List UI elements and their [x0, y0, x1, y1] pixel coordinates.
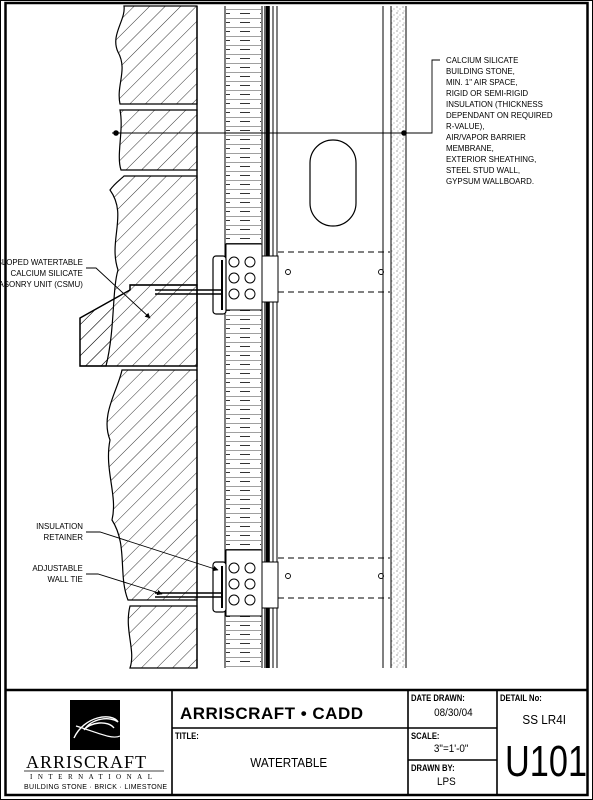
materials-line: BUILDING STONE, — [446, 66, 515, 76]
title-value: WATERTABLE — [250, 755, 328, 770]
materials-line: DEPENDANT ON REQUIRED — [446, 110, 553, 120]
drawn-by-value: LPS — [437, 776, 456, 788]
watertable-line: CALCIUM SILICATE — [10, 268, 83, 278]
exterior-sheathing — [266, 6, 269, 668]
materials-line: EXTERIOR SHEATHING, — [446, 154, 537, 164]
brand-heading: ARRISCRAFT • CADD — [180, 704, 364, 723]
stud-knockout — [309, 139, 357, 227]
materials-line: AIR/VAPOR BARRIER — [446, 132, 526, 142]
logo-subline: INTERNATIONAL — [30, 773, 158, 781]
watertable-line: MASONRY UNIT (CSMU) — [0, 279, 83, 289]
leader-lines — [86, 59, 440, 596]
wall-layers — [196, 6, 407, 668]
tie-line: ADJUSTABLE — [32, 563, 83, 573]
materials-line: GYPSUM WALLBOARD. — [446, 176, 535, 186]
materials-line: MEMBRANE, — [446, 143, 494, 153]
title-block-frame — [5, 688, 588, 795]
date-label: DATE DRAWN: — [411, 693, 465, 703]
tie-line: WALL TIE — [47, 574, 83, 584]
retainer-line: RETAINER — [43, 532, 83, 542]
date-value: 08/30/04 — [434, 707, 473, 719]
section-line — [112, 130, 420, 136]
track-dashes — [278, 251, 390, 599]
wall-tie-note: ADJUSTABLE WALL TIE — [33, 563, 83, 585]
watertable-line: SLOPED WATERTABLE — [0, 257, 83, 267]
title-label: TITLE: — [175, 731, 199, 741]
wall-tie-upper — [155, 243, 279, 315]
detail-number-label: DETAIL No: — [500, 693, 542, 703]
materials-line: STEEL STUD WALL, — [446, 165, 521, 175]
drawn-by-label: DRAWN BY: — [411, 763, 455, 773]
materials-line: R-VALUE), — [446, 121, 485, 131]
drawing-frame — [4, 1, 589, 797]
logo-name: ARRISCRAFT — [26, 752, 148, 772]
arriscraft-logo-mark — [70, 700, 121, 750]
gypsum-wallboard — [391, 6, 406, 668]
scale-value: 3"=1'-0" — [433, 743, 469, 755]
retainer-line: INSULATION — [36, 521, 83, 531]
stone-veneer — [79, 5, 198, 669]
materials-line: MIN. 1" AIR SPACE, — [446, 77, 518, 87]
watertable-note: SLOPED WATERTABLE CALCIUM SILICATE MASON… — [0, 257, 83, 290]
materials-note: CALCIUM SILICATE BUILDING STONE, MIN. 1"… — [446, 55, 553, 187]
logo-tagline: BUILDING STONE · BRICK · LIMESTONE — [24, 784, 168, 791]
detail-series: SS LR4I — [522, 712, 567, 727]
scale-label: SCALE: — [411, 731, 440, 741]
detail-code: U101 — [505, 737, 588, 786]
materials-line: INSULATION (THICKNESS — [446, 99, 543, 109]
materials-line: CALCIUM SILICATE — [446, 55, 519, 65]
materials-line: RIGID OR SEMI-RIGID — [446, 88, 529, 98]
insulation-retainer-note: INSULATION RETAINER — [36, 521, 83, 543]
wall-tie-lower — [155, 549, 279, 617]
fasteners — [285, 269, 384, 579]
